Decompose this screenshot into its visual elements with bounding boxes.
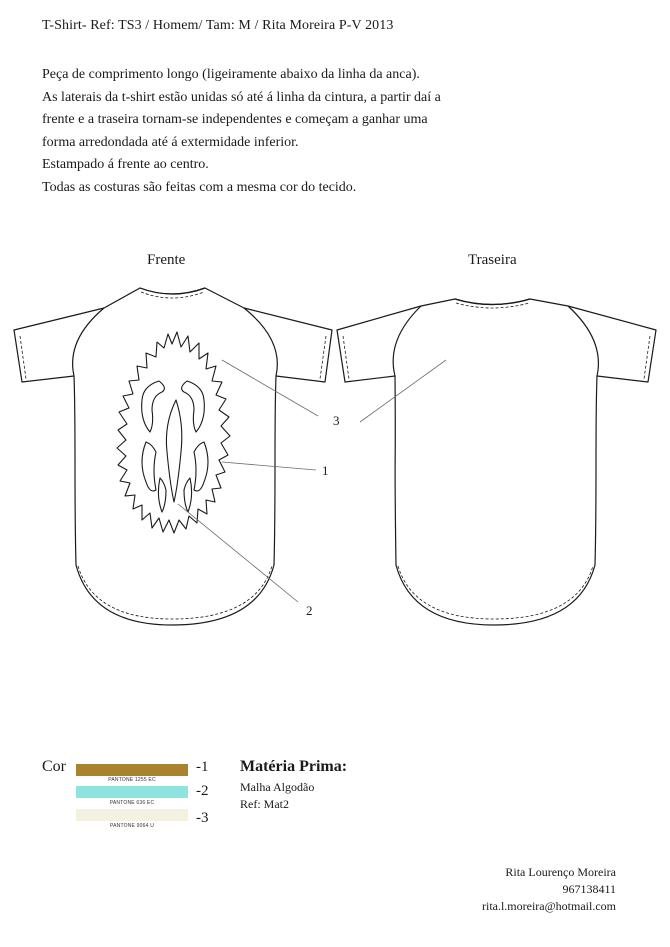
callout-2: 2 [306,603,313,618]
description-line: Estampado á frente ao centro. [42,157,209,172]
material-title: Matéria Prima: [240,758,348,775]
swatch-name-3: PANTONE 9064 U [109,823,155,829]
print-inner-shape [183,477,193,513]
material-ref: Ref: Mat2 [240,797,289,811]
material-fabric: Malha Algodão [240,780,315,794]
callout-1: 1 [322,463,329,478]
author-name: Rita Lourenço Moreira [505,865,616,879]
front-view-label: Frente [147,252,186,268]
author-phone: 967138411 [562,882,616,896]
swatch-name-2: PANTONE 636 EC [109,800,155,806]
print-inner-shape [181,380,205,433]
print-inner-shape [141,380,165,433]
print-inner-shape [141,441,157,492]
description-line: forma arredondada até á extermidade infe… [42,134,299,150]
back-tshirt-outline [336,298,657,626]
color-swatch-1 [76,764,188,776]
swatch-number-1: -1 [196,759,209,775]
callout-3: 3 [333,413,340,428]
description-line: Todas as costuras são feitas com a mesma… [42,179,357,195]
color-swatch-2 [76,786,188,798]
print-inner-shape [157,477,167,513]
front-print [116,331,231,534]
swatch-number-2: -2 [196,783,209,799]
leader-line-3-back [359,359,447,423]
leader-line-1 [221,461,317,471]
description-line: frente e a traseira tornam-se independen… [42,112,428,127]
author-email: rita.l.moreira@hotmail.com [481,899,616,913]
leader-line-3-front [221,359,319,417]
color-label: Cor [42,758,66,775]
document-title: T-Shirt- Ref: TS3 / Homem/ Tam: M / Rita… [42,18,394,33]
swatch-number-3: -3 [196,810,209,826]
description-line: As laterais da t-shirt estão unidas só a… [42,89,441,105]
print-inner-shape [193,441,209,492]
back-tshirt [336,298,657,626]
swatch-name-1: PANTONE 1255 EC [108,777,156,783]
description: Peça de comprimento longo (ligeiramente … [42,64,642,199]
color-swatch-3 [76,809,188,821]
leader-line-2 [177,503,299,603]
description-line: Peça de comprimento longo (ligeiramente … [42,67,420,82]
back-view-label: Traseira [468,252,517,268]
print-inner-shape [165,399,183,503]
author-block: Rita Lourenço Moreira 967138411 rita.l.m… [482,864,616,915]
